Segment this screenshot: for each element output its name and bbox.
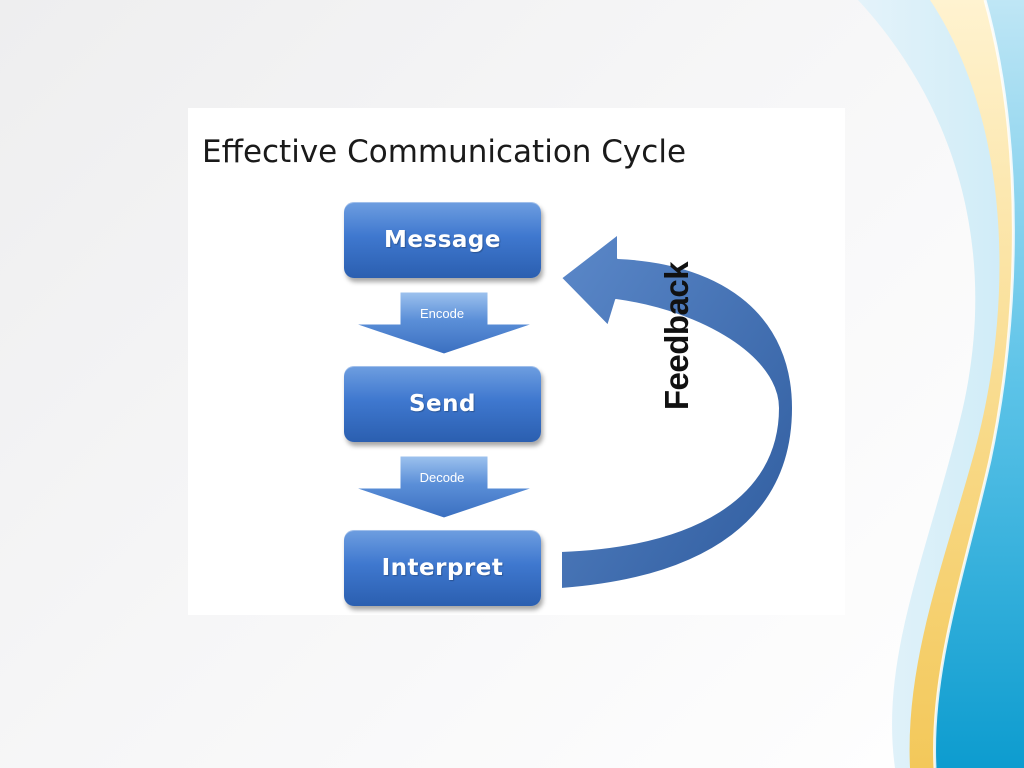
feedback-arrow — [560, 233, 794, 590]
encode-arrow — [354, 291, 534, 355]
diagram-title: Effective Communication Cycle — [202, 134, 687, 170]
diagram-card: Effective Communication Cycle — [188, 108, 845, 615]
diagram-graphics — [354, 233, 794, 590]
encode-label: Encode — [419, 306, 465, 321]
decode-label: Decode — [419, 470, 465, 485]
step-interpret-label: Interpret — [381, 555, 504, 581]
step-send: Send — [344, 366, 541, 442]
decode-arrow — [354, 455, 534, 519]
step-message-label: Message — [384, 227, 501, 253]
step-interpret: Interpret — [344, 530, 541, 606]
step-send-label: Send — [408, 391, 476, 417]
feedback-label: Feedback — [658, 261, 695, 411]
step-message: Message — [344, 202, 541, 278]
